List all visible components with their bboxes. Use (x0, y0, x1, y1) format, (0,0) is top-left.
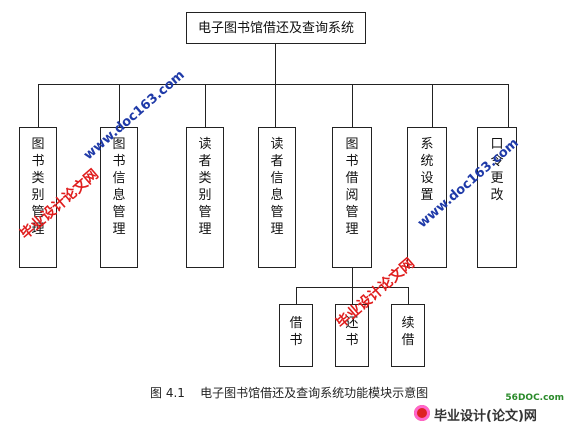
figure-caption: 图 4.1 电子图书馆借还及查询系统功能模块示意图 (150, 386, 429, 400)
submodule-box-renew: 续借 (391, 304, 425, 367)
drop-line-3 (205, 84, 206, 127)
sub-drop-line-1 (296, 287, 297, 304)
sub-drop-line-3 (408, 287, 409, 304)
module-box-reader-category: 读者类别管理 (186, 127, 224, 268)
drop-line-2 (119, 84, 120, 127)
module-box-label: 系统设置 (420, 137, 434, 203)
module-box-password-change: 口令更改 (477, 127, 517, 268)
footer-logo: 56DOC.com 毕业设计(论文)网 (410, 393, 568, 424)
root-to-bus-line (275, 44, 276, 84)
sub-drop-line-2 (352, 287, 353, 304)
module-bus-line (38, 84, 508, 85)
submodule-box-borrow: 借书 (279, 304, 313, 367)
drop-line-7 (508, 84, 509, 127)
submodule-box-return: 还书 (335, 304, 369, 367)
module-box-label: 图书类别管理 (31, 137, 45, 237)
footer-site: 毕业设计(论文)网 (434, 409, 537, 424)
module-box-label: 图书信息管理 (112, 137, 126, 237)
root-node: 电子图书馆借还及查询系统 (186, 12, 366, 44)
footer-logo-icon (414, 405, 430, 421)
submodule-box-label: 续借 (401, 316, 415, 348)
borrow-to-sub-line (352, 268, 353, 287)
submodule-box-label: 借书 (289, 316, 303, 348)
module-box-book-category: 图书类别管理 (19, 127, 57, 268)
module-box-book-borrow: 图书借阅管理 (332, 127, 372, 268)
module-box-system-settings: 系统设置 (407, 127, 447, 268)
module-box-book-info: 图书信息管理 (100, 127, 138, 268)
submodule-box-label: 还书 (345, 316, 359, 348)
footer-domain: 56DOC.com (505, 393, 564, 403)
drop-line-1 (38, 84, 39, 127)
module-box-label: 读者类别管理 (198, 137, 212, 237)
module-box-label: 读者信息管理 (270, 137, 284, 237)
module-box-label: 图书借阅管理 (345, 137, 359, 237)
drop-line-4 (275, 84, 276, 127)
drop-line-5 (352, 84, 353, 127)
module-box-label: 口令更改 (490, 137, 504, 203)
root-label: 电子图书馆借还及查询系统 (197, 20, 354, 36)
module-box-reader-info: 读者信息管理 (258, 127, 296, 268)
drop-line-6 (432, 84, 433, 127)
